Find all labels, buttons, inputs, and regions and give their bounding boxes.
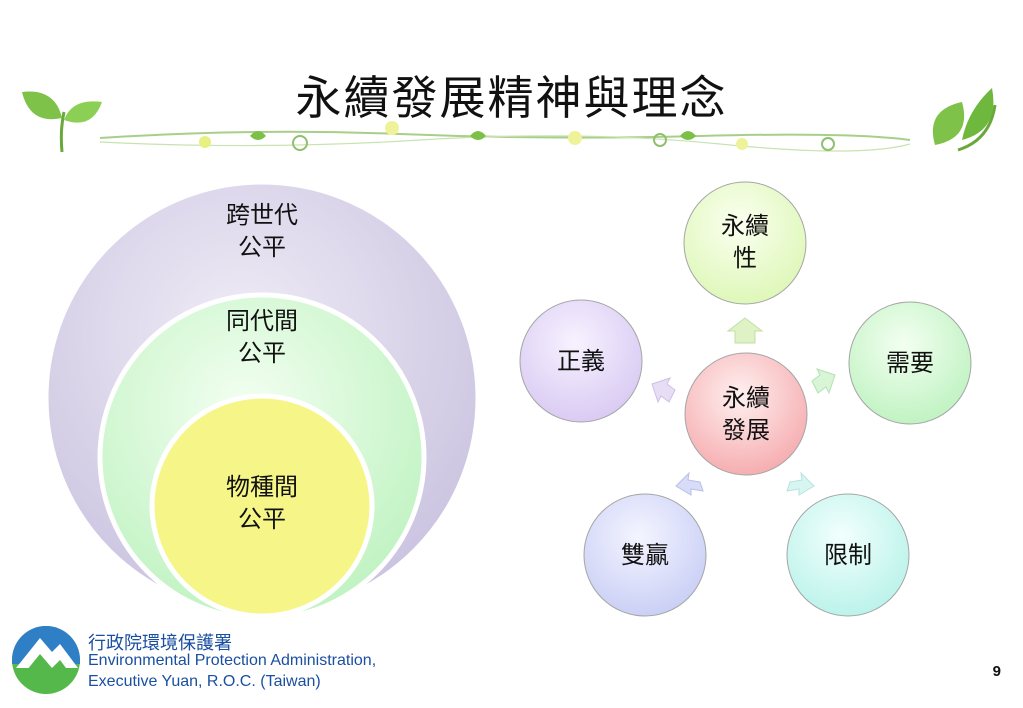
node-label-line: 需要 <box>886 349 934 377</box>
arrow-down-right <box>786 471 815 496</box>
nested-circles-diagram <box>43 179 481 622</box>
node-label-justice: 正義 <box>521 345 641 377</box>
vine-divider <box>99 121 911 152</box>
node-label-sustainability: 永續 性 <box>685 210 805 274</box>
arrow-down-left <box>675 471 704 496</box>
epa-logo-icon <box>12 626 80 694</box>
node-circle-limits <box>786 493 910 617</box>
node-label-winwin: 雙贏 <box>585 539 705 571</box>
inner-circle-label: 物種間 公平 <box>202 471 322 535</box>
center-label-line: 發展 <box>722 416 770 444</box>
arrow-right <box>811 368 836 395</box>
node-label-line: 永續 <box>721 212 769 240</box>
node-label-needs: 需要 <box>850 347 970 379</box>
inner-label-line: 公平 <box>238 505 286 533</box>
node-label-limits: 限制 <box>788 539 908 571</box>
middle-label-line: 同代間 <box>226 307 298 335</box>
outer-label-line: 公平 <box>238 233 286 261</box>
node-circle-needs <box>848 301 972 425</box>
center-label: 永續 發展 <box>686 382 806 446</box>
arrow-left <box>651 377 676 404</box>
cycle-diagram <box>519 181 972 617</box>
arrow-up <box>726 317 764 344</box>
node-label-line: 雙贏 <box>621 541 669 569</box>
outer-label-line: 跨世代 <box>226 201 298 229</box>
outer-circle-label: 跨世代 公平 <box>202 199 322 263</box>
inner-circle <box>149 393 375 619</box>
page-number: 9 <box>992 663 1001 680</box>
node-circle-justice <box>519 299 643 423</box>
node-label-line: 限制 <box>824 541 872 569</box>
node-label-line: 正義 <box>557 347 605 375</box>
node-circle-sustainability <box>683 181 807 305</box>
slide-title: 永續發展精神與理念 <box>295 71 728 125</box>
inner-label-line: 物種間 <box>226 473 298 501</box>
leaf-icon-right <box>932 88 997 152</box>
leaf-icon-left <box>22 91 102 153</box>
org-name-chinese: 行政院環境保護署 <box>88 633 232 654</box>
middle-label-line: 公平 <box>238 339 286 367</box>
middle-circle-label: 同代間 公平 <box>202 305 322 369</box>
node-label-line: 性 <box>733 244 757 272</box>
org-name-english-line2: Executive Yuan, R.O.C. (Taiwan) <box>88 673 321 690</box>
node-circle-winwin <box>583 493 707 617</box>
center-circle <box>684 352 808 476</box>
org-name-english-line1: Environmental Protection Administration, <box>88 652 377 669</box>
center-label-line: 永續 <box>722 384 770 412</box>
